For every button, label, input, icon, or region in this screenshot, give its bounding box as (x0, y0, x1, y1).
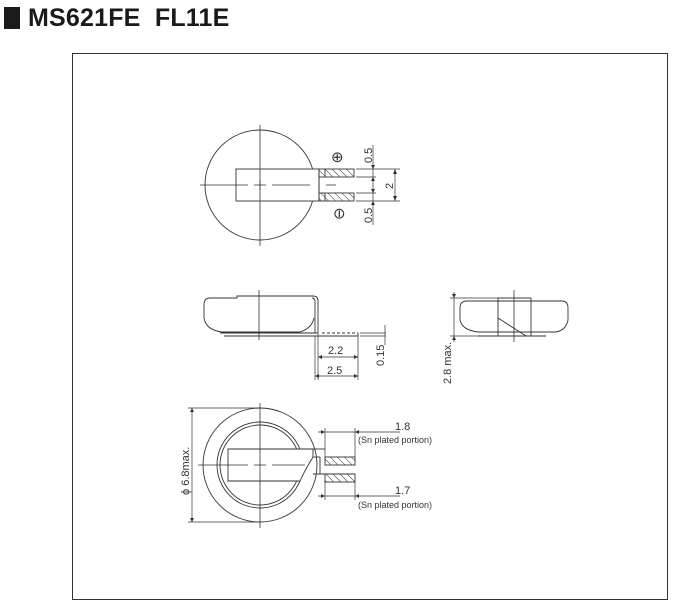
page-title: MS621FE FL11E (28, 3, 230, 32)
dim-top-lead: 0.5 (363, 148, 375, 163)
side-view-arrows (315, 355, 358, 378)
dim-upper-plated: 1.8 (395, 421, 410, 433)
top-view (200, 125, 400, 246)
side-view (203, 290, 386, 380)
note-upper-plated: (Sn plated portion) (358, 435, 432, 445)
dim-lower-plated: 1.7 (395, 485, 410, 497)
page-header: MS621FE FL11E (4, 3, 230, 32)
dim-lead-thickness: 0.15 (375, 345, 387, 366)
end-view (450, 290, 569, 342)
polarity-negative-icon: ⊖ (331, 207, 348, 220)
note-lower-plated: (Sn plated portion) (358, 500, 432, 510)
end-view-arrows (452, 294, 456, 340)
dim-gap: 2 (384, 183, 396, 189)
bottom-view (188, 403, 400, 528)
dim-lead-inner: 2.2 (328, 345, 343, 357)
dim-bottom-lead: 0.5 (363, 208, 375, 223)
drawing-frame (72, 53, 668, 600)
bottom-view-arrows (190, 408, 359, 522)
top-view-arrows (371, 165, 397, 205)
dim-height: 2.8 max. (442, 342, 454, 384)
dim-diameter: ϕ 6.8max. (180, 447, 192, 495)
polarity-positive-icon: ⊕ (331, 149, 344, 166)
dim-lead-outer: 2.5 (327, 365, 342, 377)
title-square-icon (4, 7, 20, 29)
